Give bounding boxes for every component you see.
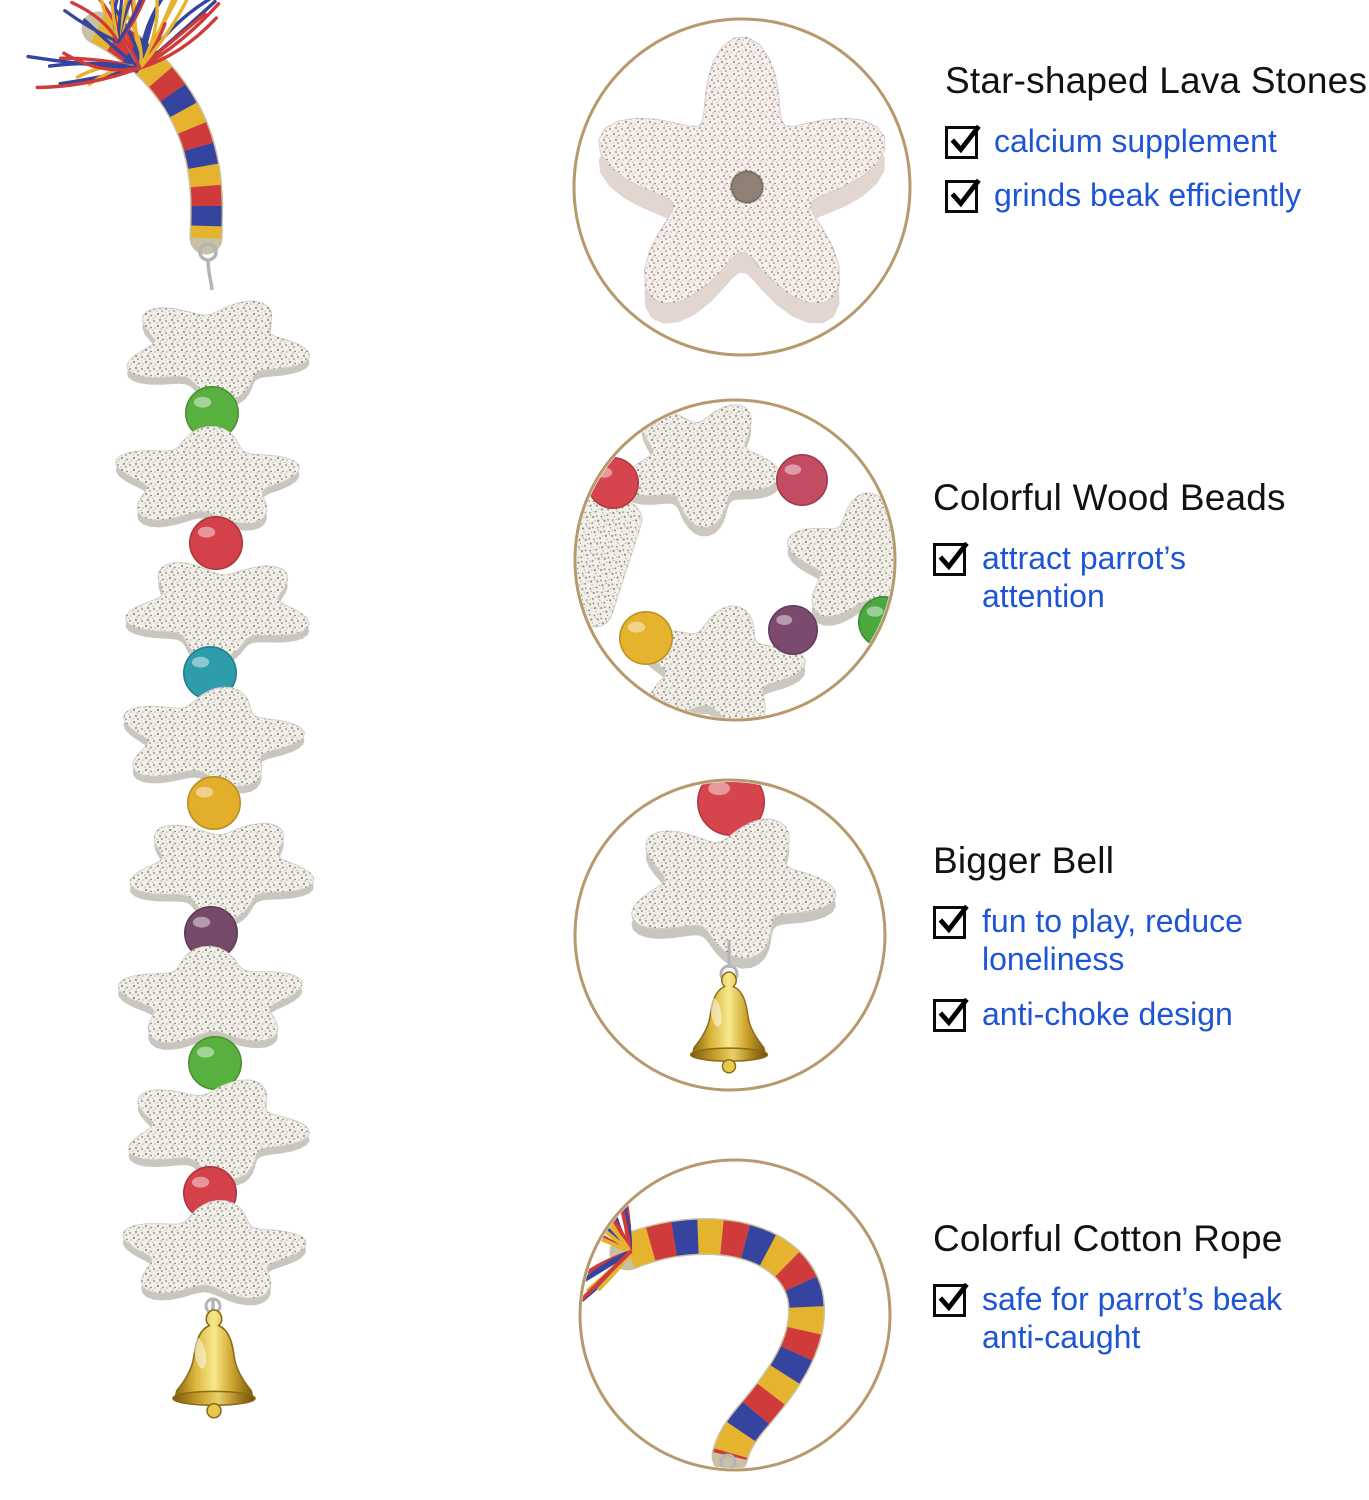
metal-hook-icon [198, 242, 218, 291]
lava-stone [127, 1079, 311, 1187]
feature-section-bell: Bigger Bell fun to play, reduce loneline… [933, 840, 1363, 1049]
feature-section-wood-beads: Colorful Wood Beads attract parrot’s att… [933, 477, 1363, 632]
bell [689, 971, 769, 1074]
feature-heading: Star-shaped Lava Stones [945, 60, 1368, 101]
lava-stone [622, 404, 781, 537]
wood-bead [775, 453, 828, 506]
wood-bead [189, 515, 244, 570]
detail-circle-bell [573, 778, 887, 1092]
cotton-rope [609, 1218, 825, 1468]
checkbox-checked-icon [945, 124, 981, 159]
lava-stone [126, 300, 311, 407]
feature-item: fun to play, reduce loneliness [933, 902, 1363, 979]
feature-text: attract parrot’s attention [982, 540, 1186, 615]
lava-stone [122, 1199, 307, 1306]
checkbox-checked-icon [945, 179, 981, 214]
feature-section-cotton-rope: Colorful Cotton Rope safe for parrot’s b… [933, 1218, 1369, 1373]
feature-text: fun to play, reduce loneliness [982, 903, 1243, 978]
feature-section-lava-stones: Star-shaped Lava Stones calcium suppleme… [945, 60, 1369, 231]
feature-text: grinds beak efficiently [994, 177, 1302, 214]
feature-text: calcium supplement [994, 123, 1277, 159]
checkbox-checked-icon [933, 904, 969, 939]
feature-item: anti-choke design [933, 995, 1363, 1033]
lava-stone [630, 818, 837, 969]
lava-stone [124, 562, 310, 667]
detail-circle-lava-stone [572, 17, 912, 357]
checkbox-checked-icon [933, 541, 969, 576]
lava-stone [115, 425, 300, 531]
wood-bead [183, 645, 238, 700]
detail-circle-wood-beads [573, 398, 897, 722]
lava-stone [639, 605, 807, 718]
rope-tassels [63, 0, 146, 44]
feature-item: grinds beak efficiently [945, 176, 1369, 214]
checkbox-checked-icon [933, 1282, 969, 1317]
checkbox-checked-icon [933, 997, 969, 1032]
toy-full-photo [26, 0, 315, 1419]
wood-bead [618, 610, 673, 665]
lava-stone [122, 686, 306, 794]
feature-heading: Colorful Wood Beads [933, 477, 1286, 518]
lava-stone [129, 822, 315, 927]
feature-item: safe for parrot’s beak anti-caught [933, 1280, 1369, 1357]
feature-text: anti-choke design [982, 995, 1233, 1032]
bell [172, 1309, 256, 1419]
lava-stone [117, 945, 303, 1050]
feature-text: safe for parrot’s beak anti-caught [982, 1281, 1283, 1356]
feature-item: calcium supplement [945, 122, 1369, 160]
feature-item: attract parrot’s attention [933, 539, 1363, 616]
feature-heading: Colorful Cotton Rope [933, 1218, 1283, 1259]
wood-bead [187, 775, 242, 830]
feature-heading: Bigger Bell [933, 840, 1115, 881]
wood-bead [767, 604, 818, 655]
detail-circle-rope [578, 1158, 892, 1472]
